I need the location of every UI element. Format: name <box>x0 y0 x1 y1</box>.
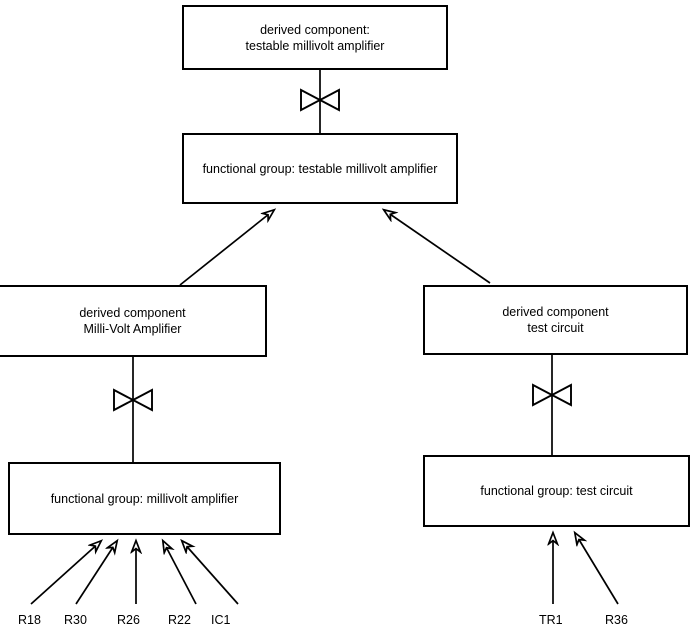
node-left-functional-group-label: functional group: millivolt amplifier <box>50 491 239 506</box>
leaf-label-tr1: TR1 <box>539 613 563 627</box>
node-right-functional-group-label: functional group: test circuit <box>480 484 633 498</box>
node-left-functional-group[interactable]: functional group: millivolt amplifier <box>8 462 281 535</box>
node-right-derived-component-label: derived component test circuit <box>502 305 609 335</box>
leaf-label-r36: R36 <box>605 613 628 627</box>
arrow-right-derived-to-mid <box>384 210 491 284</box>
node-left-derived-component[interactable]: derived component Milli-Volt Amplifier <box>0 285 267 357</box>
arrow-r30 <box>75 541 117 605</box>
node-right-derived-component[interactable]: derived component test circuit <box>423 285 688 355</box>
leaf-label-r26: R26 <box>117 613 140 627</box>
node-mid-functional-group[interactable]: functional group: testable millivolt amp… <box>182 133 458 204</box>
node-top-derived-component[interactable]: derived component: testable millivolt am… <box>182 5 448 70</box>
arrow-ic1 <box>182 541 239 605</box>
arrow-r18 <box>30 541 101 605</box>
node-right-functional-group[interactable]: functional group: test circuit <box>423 455 690 527</box>
bowtie-left-icon <box>113 388 153 412</box>
leaf-label-r18: R18 <box>18 613 41 627</box>
leaf-label-r22: R22 <box>168 613 191 627</box>
leaf-label-ic1: IC1 <box>211 613 231 627</box>
node-top-derived-component-label: derived component: testable millivolt am… <box>245 22 385 53</box>
arrow-r36 <box>575 533 619 605</box>
arrow-r22 <box>163 541 197 605</box>
bowtie-right-icon <box>532 383 572 407</box>
node-mid-functional-group-label: functional group: testable millivolt amp… <box>202 161 438 176</box>
arrow-left-derived-to-mid <box>179 210 274 286</box>
bowtie-top-icon <box>300 88 340 112</box>
leaf-label-r30: R30 <box>64 613 87 627</box>
node-left-derived-component-label: derived component Milli-Volt Amplifier <box>79 306 186 336</box>
